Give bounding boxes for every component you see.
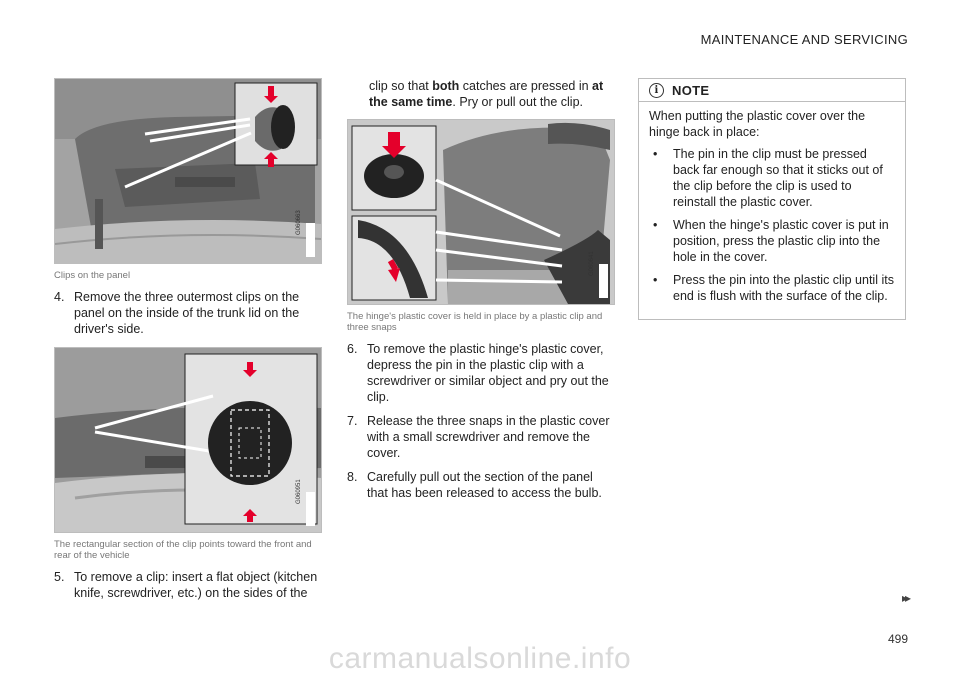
figure-caption: The rectangular section of the clip poin…: [54, 539, 312, 561]
step-number: 4.: [54, 290, 65, 304]
note-header: i NOTE: [639, 79, 905, 102]
list-item: • The pin in the clip must be pressed ba…: [649, 146, 895, 210]
figure-code-label: G060641: [589, 251, 608, 298]
figure-clip-orientation: G060951: [54, 347, 322, 533]
step-text: To remove a clip: insert a flat object (…: [74, 570, 318, 600]
figure-hinge-cover: G060641: [347, 119, 615, 305]
note-body: When putting the plastic cover over the …: [639, 102, 905, 319]
step-number: 6.: [347, 342, 358, 356]
next-page-icon: ▸▸: [901, 591, 911, 605]
note-title: NOTE: [672, 82, 710, 98]
step-text: To remove the plastic hinge's plastic co…: [367, 342, 609, 404]
bullet-icon: •: [653, 273, 658, 287]
figure-caption: Clips on the panel: [54, 270, 131, 281]
step-number: 8.: [347, 470, 358, 484]
column-1: G060663 Clips on the panel 4. Remove the…: [54, 78, 322, 609]
step-number: 7.: [347, 414, 358, 428]
column-2: clip so that both catches are pressed in…: [347, 78, 615, 509]
step-6: 6. To remove the plastic hinge's plastic…: [347, 341, 615, 405]
step-number: 5.: [54, 570, 65, 584]
section-title: MAINTENANCE AND SERVICING: [700, 32, 908, 47]
step-8: 8. Carefully pull out the section of the…: [347, 469, 615, 501]
step-text: Carefully pull out the section of the pa…: [367, 470, 602, 500]
bullet-icon: •: [653, 147, 658, 161]
figure-caption: The hinge's plastic cover is held in pla…: [347, 311, 603, 333]
list-item: • When the hinge's plastic cover is put …: [649, 217, 895, 265]
page-number: 499: [887, 632, 908, 646]
figure-clips-on-panel: G060663: [54, 78, 322, 264]
list-item: • Press the pin into the plastic clip un…: [649, 272, 895, 304]
figure-code-label: G060663: [296, 210, 315, 257]
step-5: 5. To remove a clip: insert a flat objec…: [54, 569, 322, 601]
step-5-continuation: clip so that both catches are pressed in…: [369, 79, 604, 109]
step-text: Remove the three outermost clips on the …: [74, 290, 300, 336]
watermark: carmanualsonline.info: [328, 642, 632, 675]
info-icon: i: [649, 82, 664, 98]
bullet-icon: •: [653, 218, 658, 232]
step-7: 7. Release the three snaps in the plasti…: [347, 413, 615, 461]
trunk-interior-illustration: [55, 348, 321, 532]
note-intro: When putting the plastic cover over the …: [649, 109, 866, 139]
note-box: i NOTE When putting the plastic cover ov…: [638, 78, 906, 320]
step-4: 4. Remove the three outermost clips on t…: [54, 289, 322, 337]
hinge-cover-illustration: [348, 120, 614, 304]
trunk-lid-illustration: [55, 79, 321, 263]
step-text: Release the three snaps in the plastic c…: [367, 414, 610, 460]
figure-code-label: G060951: [296, 479, 315, 526]
